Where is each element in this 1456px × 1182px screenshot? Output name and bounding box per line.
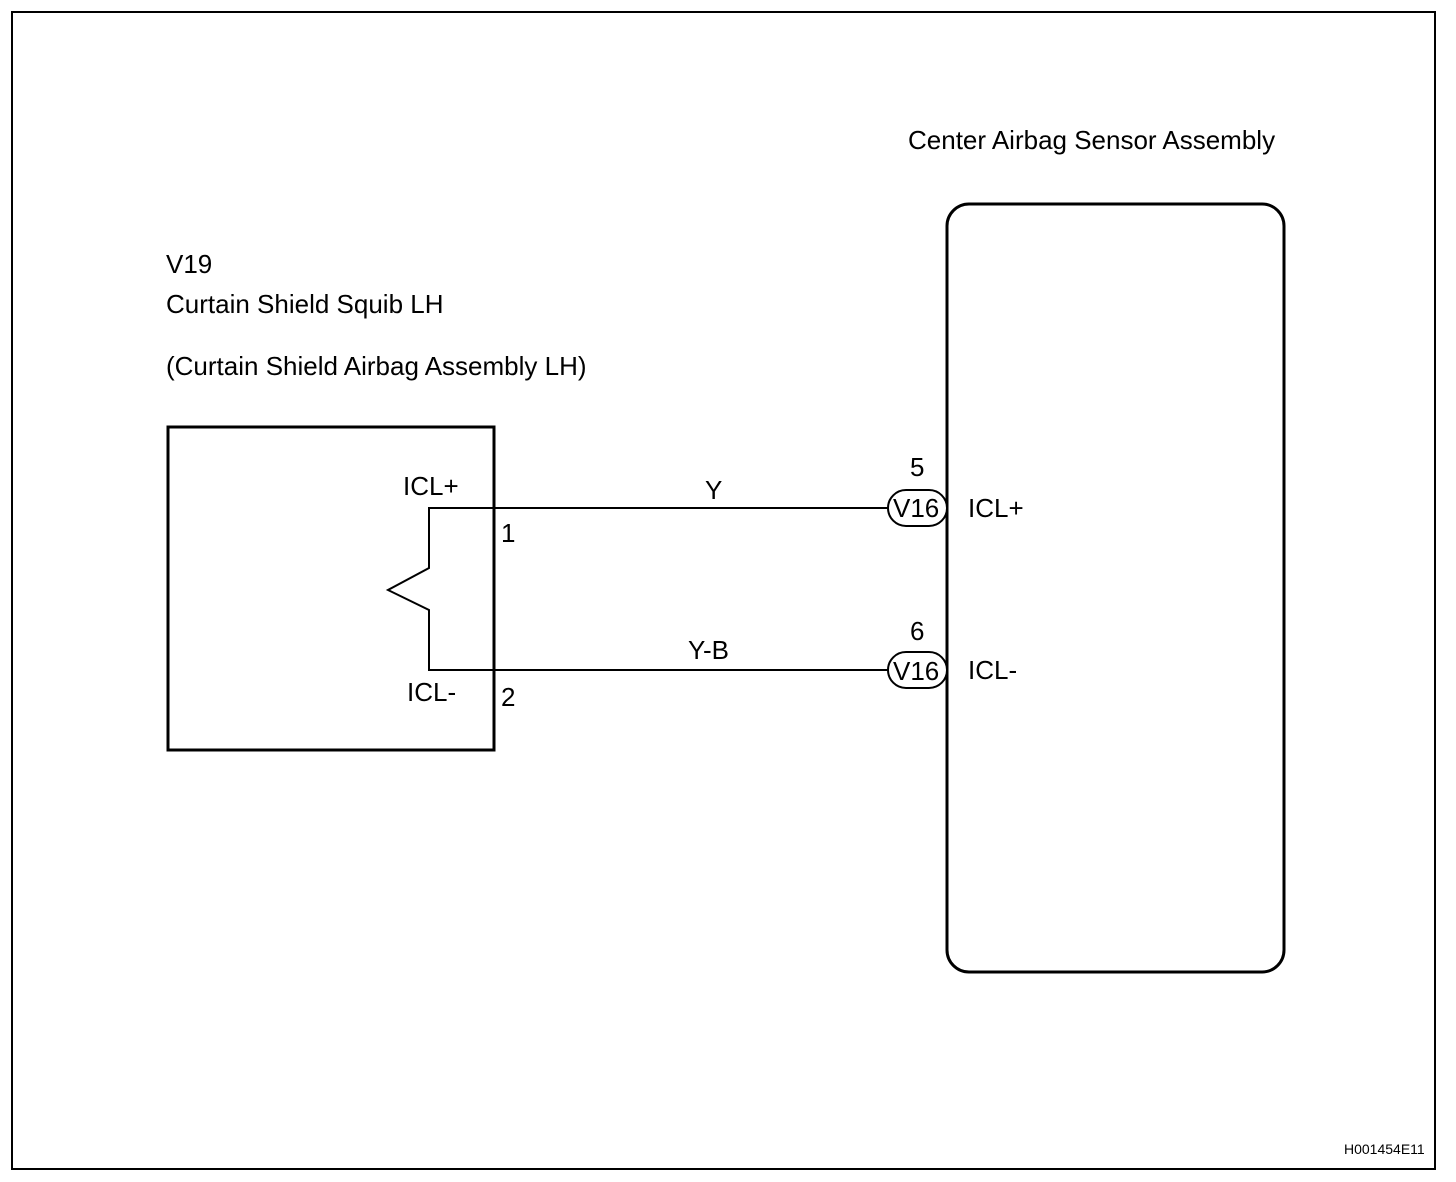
squib-pin-plus-label: ICL+ — [403, 471, 459, 501]
squib-box — [166, 425, 496, 752]
connector-plus-label: V16 — [893, 493, 939, 523]
connector-minus-label: V16 — [893, 656, 939, 686]
squib-pin-plus-num: 1 — [501, 518, 515, 548]
connector-minus-tab — [887, 651, 948, 689]
sensor-pin-minus-label: ICL- — [968, 655, 1017, 685]
squib-assembly: (Curtain Shield Airbag Assembly LH) — [166, 351, 587, 381]
wire-minus-color: Y-B — [688, 635, 729, 665]
outer-frame — [11, 11, 1436, 1170]
sensor-pin-plus-label: ICL+ — [968, 493, 1024, 523]
sensor-pin-minus-num: 6 — [910, 616, 924, 646]
sensor-pin-plus-num: 5 — [910, 452, 924, 482]
wire-plus-color: Y — [705, 475, 722, 505]
sensor-box — [945, 202, 1286, 974]
squib-code: V19 — [166, 249, 212, 279]
squib-pin-minus-label: ICL- — [407, 677, 456, 707]
figure-id: H001454E11 — [1344, 1141, 1425, 1157]
squib-pin-minus-num: 2 — [501, 682, 515, 712]
squib-element — [385, 507, 494, 671]
connector-plus-tab — [887, 489, 948, 527]
squib-name: Curtain Shield Squib LH — [166, 289, 444, 319]
sensor-title: Center Airbag Sensor Assembly — [908, 125, 1275, 155]
